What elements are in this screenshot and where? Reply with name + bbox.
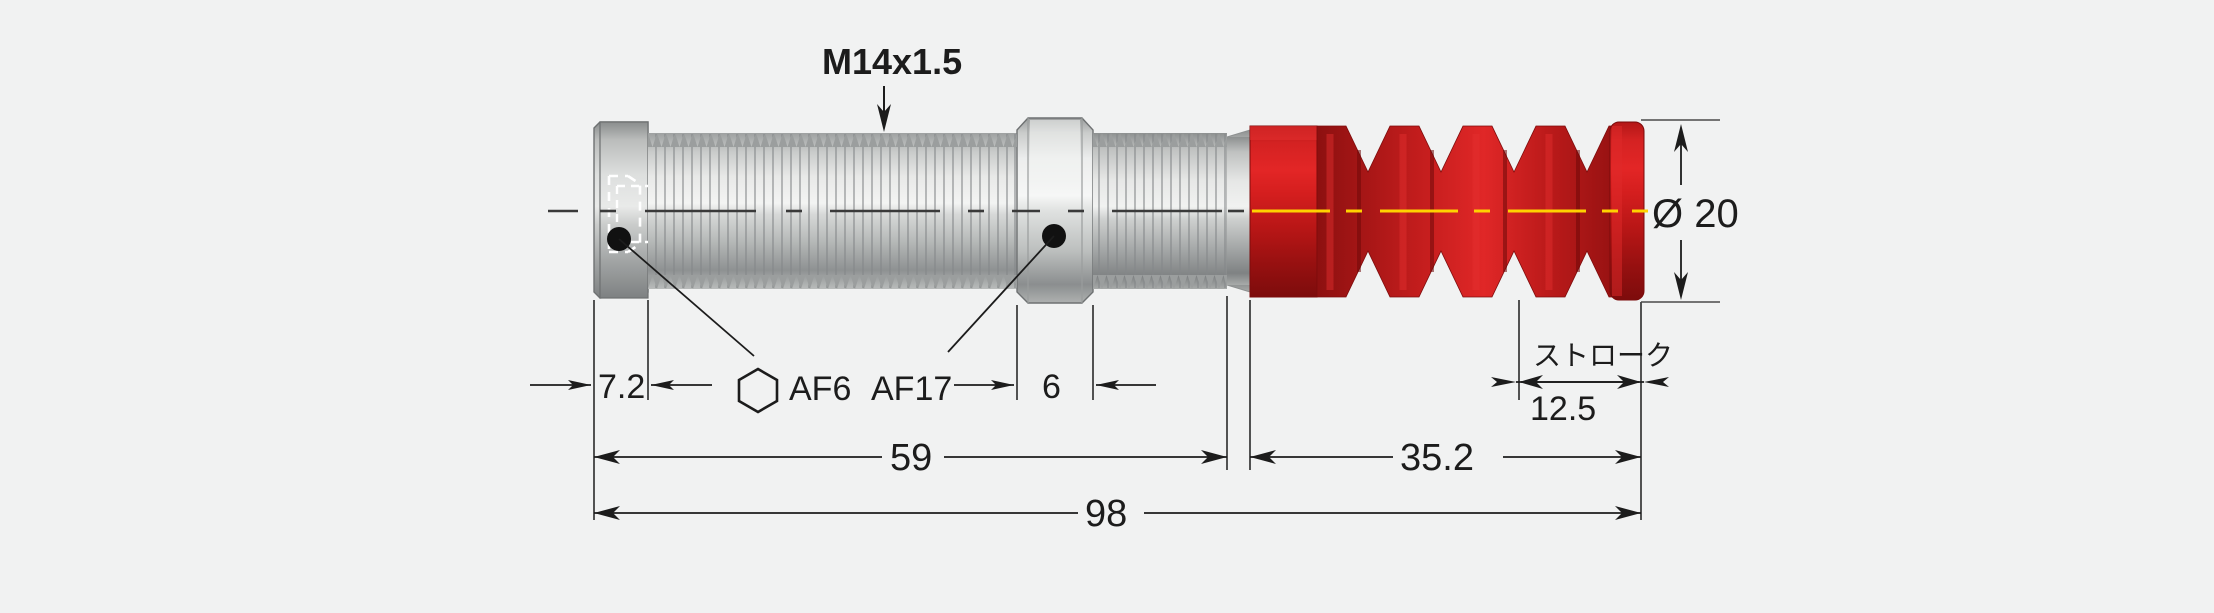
dimension-6-label: 6	[1042, 368, 1061, 406]
af17-label: AF17	[871, 370, 952, 408]
dimension-35-2-label: 35.2	[1400, 437, 1474, 479]
dimension-59: 59	[594, 436, 1227, 479]
dimension-diameter: Ø 20	[1652, 124, 1739, 300]
hex-socket	[607, 174, 642, 254]
thread-spec-arrow	[877, 104, 891, 132]
dimension-98: 98	[594, 492, 1641, 535]
extension-lines	[593, 119, 1720, 520]
stroke-label-jp: ストローク	[1533, 339, 1673, 372]
thread-spec-label: M14x1.5	[822, 41, 962, 82]
dimension-diameter-label: Ø 20	[1652, 192, 1739, 236]
dimension-7-2-label: 7.2	[598, 368, 645, 406]
dimension-59-label: 59	[890, 437, 932, 479]
thread-spec-annotation: M14x1.5	[822, 41, 962, 132]
dimension-12-5-label: 12.5	[1530, 390, 1596, 428]
af6-label: AF6	[789, 370, 851, 408]
af17-annotation: AF17	[871, 235, 1055, 408]
dimension-7-2: 7.2	[530, 368, 712, 406]
thread-crests	[648, 133, 1227, 289]
dimension-98-label: 98	[1085, 493, 1127, 535]
af6-annotation: AF6	[618, 238, 851, 414]
hexagon-symbol-icon	[737, 367, 779, 414]
dimension-35-2: 35.2	[1250, 436, 1641, 479]
dimension-6: 6	[954, 368, 1156, 406]
dimension-stroke: ストローク 12.5	[1491, 339, 1673, 428]
